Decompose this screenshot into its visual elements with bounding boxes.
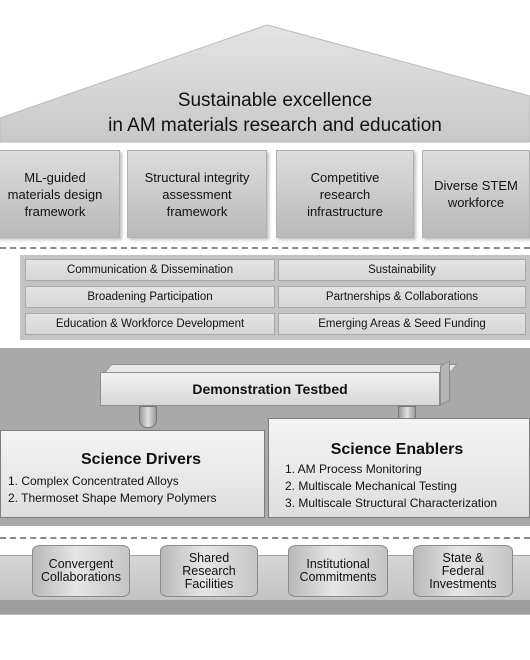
foundation-line: Shared — [188, 550, 230, 565]
foundation-edge — [0, 600, 530, 614]
foundation-line: Investments — [429, 576, 497, 591]
pillar-line: Structural integrity — [144, 169, 250, 185]
activity-cell: Communication & Dissemination — [25, 259, 275, 281]
pillar-stem-workforce: Diverse STEM workforce — [422, 150, 530, 238]
science-enablers-item: 2. Multiscale Mechanical Testing — [285, 479, 457, 493]
activity-cell: Education & Workforce Development — [25, 313, 275, 335]
activity-cell: Broadening Participation — [25, 286, 275, 308]
foundation-line: Convergent — [48, 557, 114, 571]
pillar-line: workforce — [447, 195, 505, 210]
pillar-research-infrastructure: Competitive research infrastructure — [276, 150, 414, 238]
foundation-line: Facilities — [184, 576, 234, 591]
pillar-ml-design: ML-guided materials design framework — [0, 150, 120, 238]
testbed-side-face — [440, 360, 450, 406]
foundation-institutional-commitments: Institutional Commitments — [288, 545, 388, 597]
roof-shape — [0, 24, 530, 143]
roof-title: Sustainable excellence in AM materials r… — [60, 88, 490, 138]
activity-label: Communication & Dissemination — [66, 264, 234, 276]
pillar-line: framework — [166, 203, 228, 219]
pillar-line: research — [319, 186, 371, 202]
science-enablers-item: 1. AM Process Monitoring — [285, 462, 422, 476]
pillar-line: Competitive — [310, 169, 380, 185]
roof-title-line1: Sustainable excellence — [177, 90, 373, 111]
science-drivers-item: 2. Thermoset Shape Memory Polymers — [8, 491, 217, 505]
roof — [0, 24, 530, 143]
foundation-line: State & — [442, 550, 484, 565]
activity-label: Sustainability — [368, 264, 436, 276]
pillar-line: Diverse STEM — [434, 178, 518, 193]
connector-left — [139, 406, 157, 428]
activity-label: Emerging Areas & Seed Funding — [318, 318, 486, 330]
pillar-line: ML-guided — [24, 169, 86, 185]
activity-label: Education & Workforce Development — [55, 318, 245, 330]
foundation-convergent-collaborations: Convergent Collaborations — [32, 545, 130, 597]
foundation-line: Collaborations — [41, 570, 121, 584]
foundation-line: Institutional — [306, 557, 370, 571]
science-enablers-box: Science Enablers 1. AM Process Monitorin… — [268, 418, 530, 518]
science-drivers-box: Science Drivers 1. Complex Concentrated … — [0, 430, 265, 518]
dashed-divider — [0, 537, 530, 539]
demonstration-testbed: Demonstration Testbed — [100, 372, 440, 406]
pillar-line: materials design — [7, 186, 103, 202]
activity-cell: Sustainability — [278, 259, 526, 281]
pillar-line: assessment — [162, 186, 232, 202]
foundation-state-federal-investments: State & Federal Investments — [413, 545, 513, 597]
activity-cell: Partnerships & Collaborations — [278, 286, 526, 308]
science-drivers-title: Science Drivers — [80, 451, 202, 468]
testbed-label: Demonstration Testbed — [192, 381, 348, 397]
science-enablers-item: 3. Multiscale Structural Characterizatio… — [285, 496, 498, 510]
foundation-line: Federal — [441, 563, 485, 578]
dashed-divider — [0, 247, 530, 249]
activity-cell: Emerging Areas & Seed Funding — [278, 313, 526, 335]
activity-label: Partnerships & Collaborations — [325, 291, 479, 303]
science-enablers-title: Science Enablers — [330, 441, 464, 458]
roof-title-line2: in AM materials research and education — [108, 115, 442, 136]
activity-label: Broadening Participation — [87, 291, 213, 303]
pillar-line: infrastructure — [307, 203, 383, 219]
pillar-line: framework — [24, 203, 86, 219]
foundation-line: Research — [182, 563, 236, 578]
foundation-line: Commitments — [299, 570, 377, 584]
science-drivers-item: 1. Complex Concentrated Alloys — [8, 474, 179, 488]
pillar-structural-integrity: Structural integrity assessment framewor… — [127, 150, 267, 238]
foundation-shared-facilities: Shared Research Facilities — [160, 545, 258, 597]
